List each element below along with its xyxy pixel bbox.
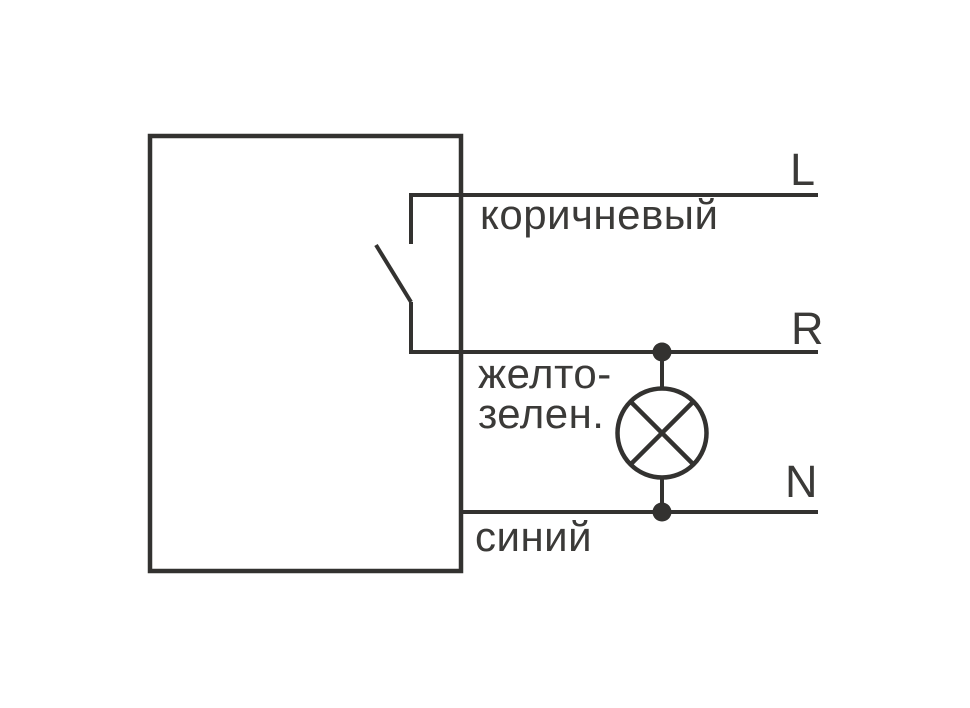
switch-blade	[374, 243, 413, 304]
yellow-green-wire-r	[409, 302, 818, 354]
terminal-label-r: R	[791, 303, 824, 354]
junction-dot-r	[652, 342, 672, 362]
terminal-label-l: L	[790, 144, 816, 195]
wire-label-yellow-green-line2: зелен.	[478, 390, 605, 437]
wire-label-blue: синий	[475, 513, 593, 560]
lamp-circle-icon	[615, 386, 709, 480]
lamp-cross-icon	[628, 399, 696, 467]
terminal-label-n: N	[785, 456, 818, 507]
wire-label-brown: коричневый	[480, 191, 719, 238]
junction-dot-n	[652, 502, 672, 522]
brown-wire-l	[409, 193, 818, 244]
wire-label-yellow-green-line1: желто-	[478, 350, 612, 397]
